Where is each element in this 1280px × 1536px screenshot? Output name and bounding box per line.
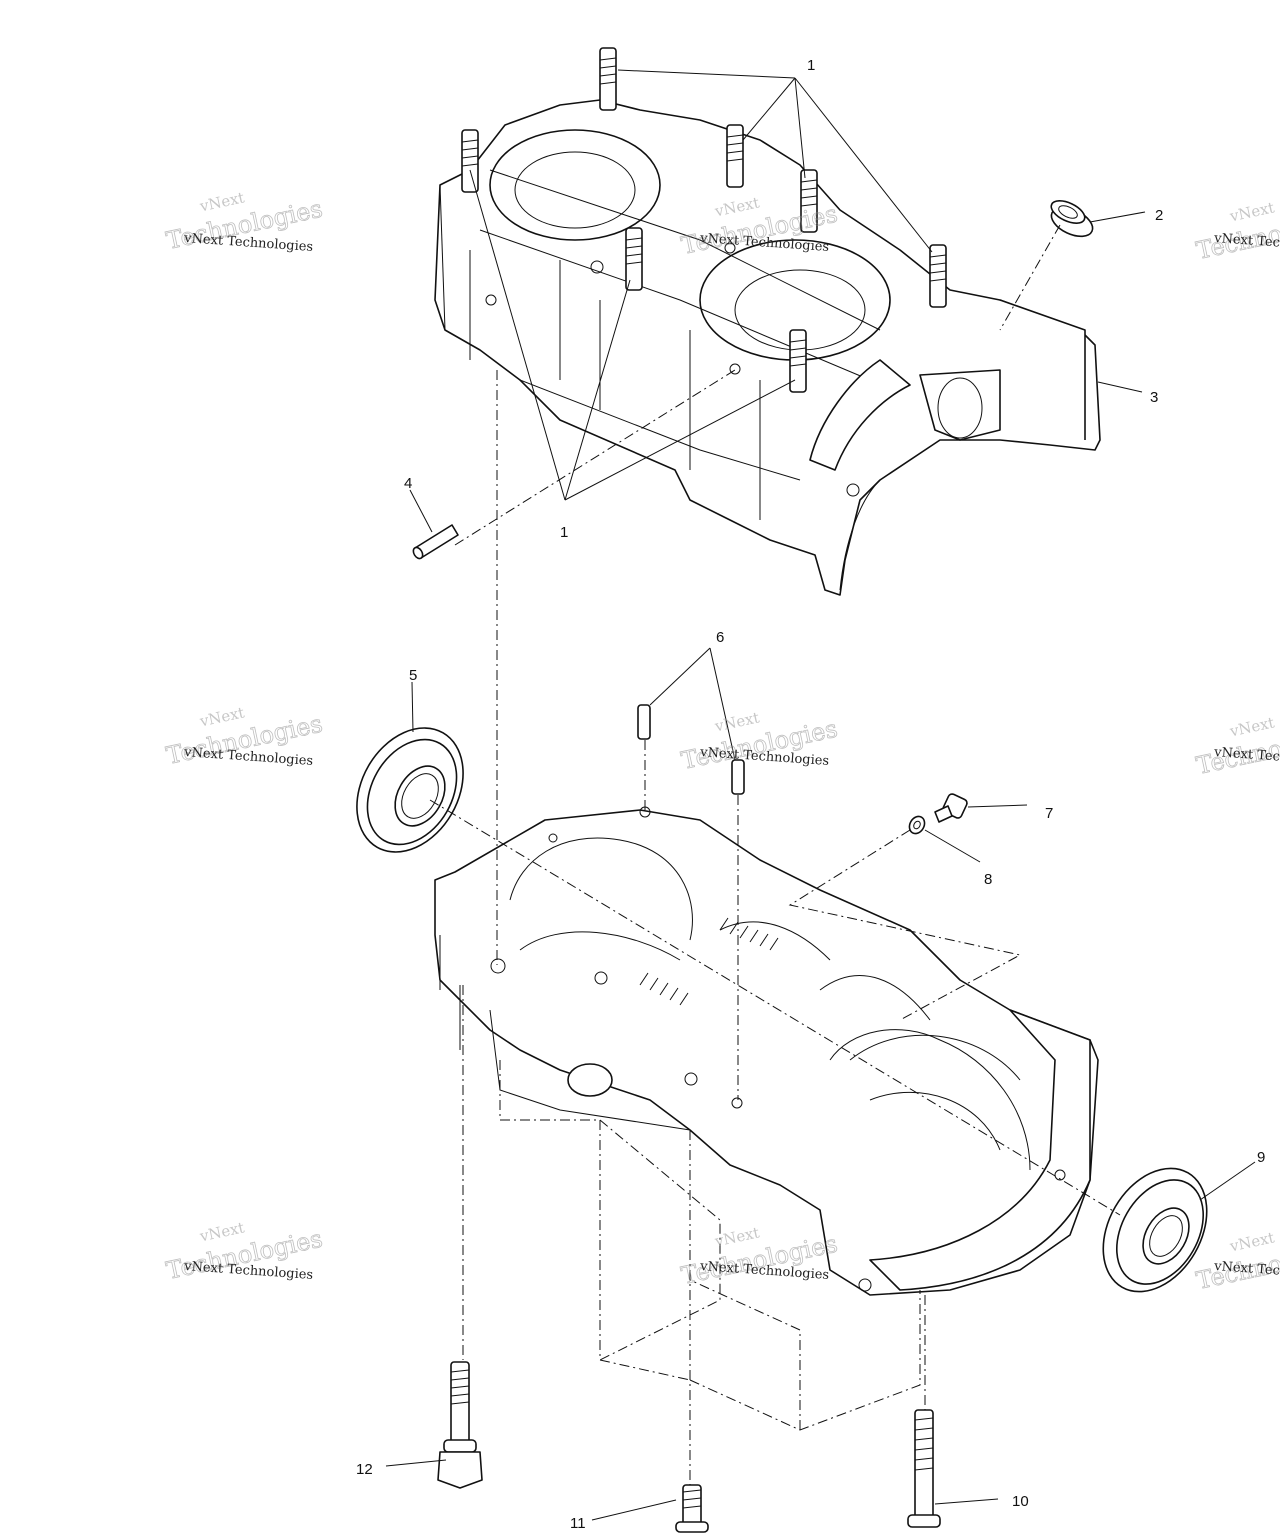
- locating-pins: [637, 704, 745, 795]
- lower-crankcase-half: [434, 806, 1099, 1296]
- dowel-pin: [412, 524, 459, 560]
- callout-7: 7: [1045, 805, 1053, 822]
- oil-seal-left: [356, 727, 464, 853]
- callout-labels: 1 2 3 4 1 6 5 7 8 9 12 11 10: [356, 57, 1265, 1532]
- callout-3: 3: [1150, 389, 1158, 406]
- callout-5: 5: [409, 667, 417, 684]
- watermark-3: vNext Technologies: [1193, 198, 1280, 265]
- oil-seal-right: [1102, 1167, 1208, 1293]
- bolt-10: [907, 1409, 941, 1528]
- sealing-washer: [908, 815, 926, 835]
- callout-12: 12: [356, 1461, 373, 1478]
- bolt-12: [437, 1361, 483, 1489]
- crank-gear-teeth: [639, 917, 779, 1006]
- callout-9: 9: [1257, 1149, 1265, 1166]
- callout-8: 8: [984, 871, 992, 888]
- callout-2: 2: [1155, 207, 1163, 224]
- watermark-4-caption: vNext Technologies: [183, 745, 314, 769]
- callout-1-top: 1: [807, 57, 815, 74]
- watermark-1-caption: vNext Technologies: [183, 231, 314, 255]
- callout-11: 11: [570, 1515, 586, 1532]
- drain-screw: [934, 793, 968, 823]
- bolt-11: [675, 1484, 709, 1533]
- grommet: [1050, 200, 1094, 238]
- watermark-6: vNext Technologies: [1193, 713, 1280, 780]
- callout-10: 10: [1012, 1493, 1029, 1510]
- cylinder-studs: [461, 47, 947, 393]
- leader-lines: [385, 69, 1256, 1521]
- center-lines: [429, 224, 1121, 1485]
- callout-6: 6: [716, 629, 724, 646]
- callout-1-bottom: 1: [560, 524, 568, 541]
- upper-crankcase-half: [434, 47, 1101, 596]
- callout-4: 4: [404, 475, 412, 492]
- watermark-7-caption: vNext Technologies: [183, 1259, 314, 1283]
